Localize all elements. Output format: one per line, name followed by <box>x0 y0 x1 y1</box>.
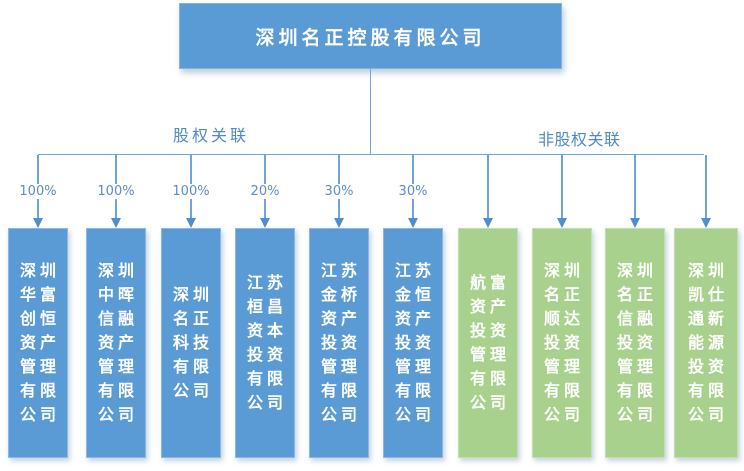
arrow-down-icon <box>482 218 493 228</box>
arrow-down-icon <box>629 218 640 228</box>
child-node: 深圳 名正 科技 有限 公司 <box>161 228 221 458</box>
child-node-label: 深圳 凯仕 通新 能源 投资 有限 公司 <box>687 261 728 424</box>
child-node: 江苏 金恒 资产 投资 管理 有限 公司 <box>383 228 443 458</box>
connector-horizontal <box>38 153 704 155</box>
root-node-label: 深圳名正控股有限公司 <box>255 26 486 49</box>
connector-drop <box>487 155 489 219</box>
child-node: 江苏 金桥 资产 投资 管理 有限 公司 <box>309 228 369 458</box>
child-node-label: 江苏 桓昌 资本 投资 有限 公司 <box>246 273 287 412</box>
branch-label-equity: 股权关联 <box>173 126 250 145</box>
arrow-down-icon <box>333 218 344 228</box>
connector-root-drop <box>369 69 371 155</box>
arrow-down-icon <box>407 218 418 228</box>
child-group-shunda: 深圳 名正 顺达 投资 管理 有限 公司 <box>532 155 592 458</box>
child-node-label: 深圳 名正 科技 有限 公司 <box>172 285 213 400</box>
child-group-jinqiao: 30% 江苏 金桥 资产 投资 管理 有限 公司 <box>309 155 369 458</box>
ownership-label: 100% <box>170 184 212 199</box>
arrow-down-icon <box>259 218 270 228</box>
ownership-label: 100% <box>17 184 59 199</box>
branch-label-non-equity: 非股权关联 <box>538 130 621 149</box>
child-node-label: 深圳 华富 创恒 资产 管理 有限 公司 <box>19 261 60 424</box>
child-group-huafu: 100% 深圳 华富 创恒 资产 管理 有限 公司 <box>8 155 68 458</box>
connector-drop <box>561 155 563 219</box>
arrow-down-icon <box>32 218 43 228</box>
child-group-hangfu: 航富 资产 投资 管理 有限 公司 <box>458 155 518 458</box>
child-node-label: 江苏 金桥 资产 投资 管理 有限 公司 <box>320 261 361 424</box>
child-group-keji: 100% 深圳 名正 科技 有限 公司 <box>161 155 221 458</box>
child-node-label: 深圳 名正 信融 投资 管理 有限 公司 <box>616 261 657 424</box>
ownership-label: 20% <box>248 184 282 199</box>
child-group-xinrong: 深圳 名正 信融 投资 管理 有限 公司 <box>605 155 665 458</box>
child-group-jinheng: 30% 江苏 金恒 资产 投资 管理 有限 公司 <box>383 155 443 458</box>
child-node-label: 深圳 中晖 信融 资产 管理 有限 公司 <box>97 261 138 424</box>
child-node: 深圳 中晖 信融 资产 管理 有限 公司 <box>86 228 146 458</box>
child-node-label: 江苏 金恒 资产 投资 管理 有限 公司 <box>394 261 435 424</box>
arrow-down-icon <box>110 218 121 228</box>
child-node: 深圳 名正 顺达 投资 管理 有限 公司 <box>532 228 592 458</box>
child-group-huanchang: 20% 江苏 桓昌 资本 投资 有限 公司 <box>235 155 295 458</box>
child-node-label: 航富 资产 投资 管理 有限 公司 <box>469 273 510 412</box>
child-node: 深圳 凯仕 通新 能源 投资 有限 公司 <box>674 228 738 458</box>
ownership-label: 100% <box>95 184 137 199</box>
child-node: 深圳 华富 创恒 资产 管理 有限 公司 <box>8 228 68 458</box>
ownership-label: 30% <box>396 184 430 199</box>
child-node: 航富 资产 投资 管理 有限 公司 <box>458 228 518 458</box>
connector-drop <box>705 155 707 219</box>
arrow-down-icon <box>185 218 196 228</box>
root-node: 深圳名正控股有限公司 <box>179 3 562 69</box>
child-group-zhonghui: 100% 深圳 中晖 信融 资产 管理 有限 公司 <box>86 155 146 458</box>
child-group-kaishitong: 深圳 凯仕 通新 能源 投资 有限 公司 <box>674 155 738 458</box>
arrow-down-icon <box>556 218 567 228</box>
child-node: 江苏 桓昌 资本 投资 有限 公司 <box>235 228 295 458</box>
ownership-label: 30% <box>322 184 356 199</box>
connector-drop <box>634 155 636 219</box>
child-node-label: 深圳 名正 顺达 投资 管理 有限 公司 <box>543 261 584 424</box>
arrow-down-icon <box>700 218 711 228</box>
child-node: 深圳 名正 信融 投资 管理 有限 公司 <box>605 228 665 458</box>
